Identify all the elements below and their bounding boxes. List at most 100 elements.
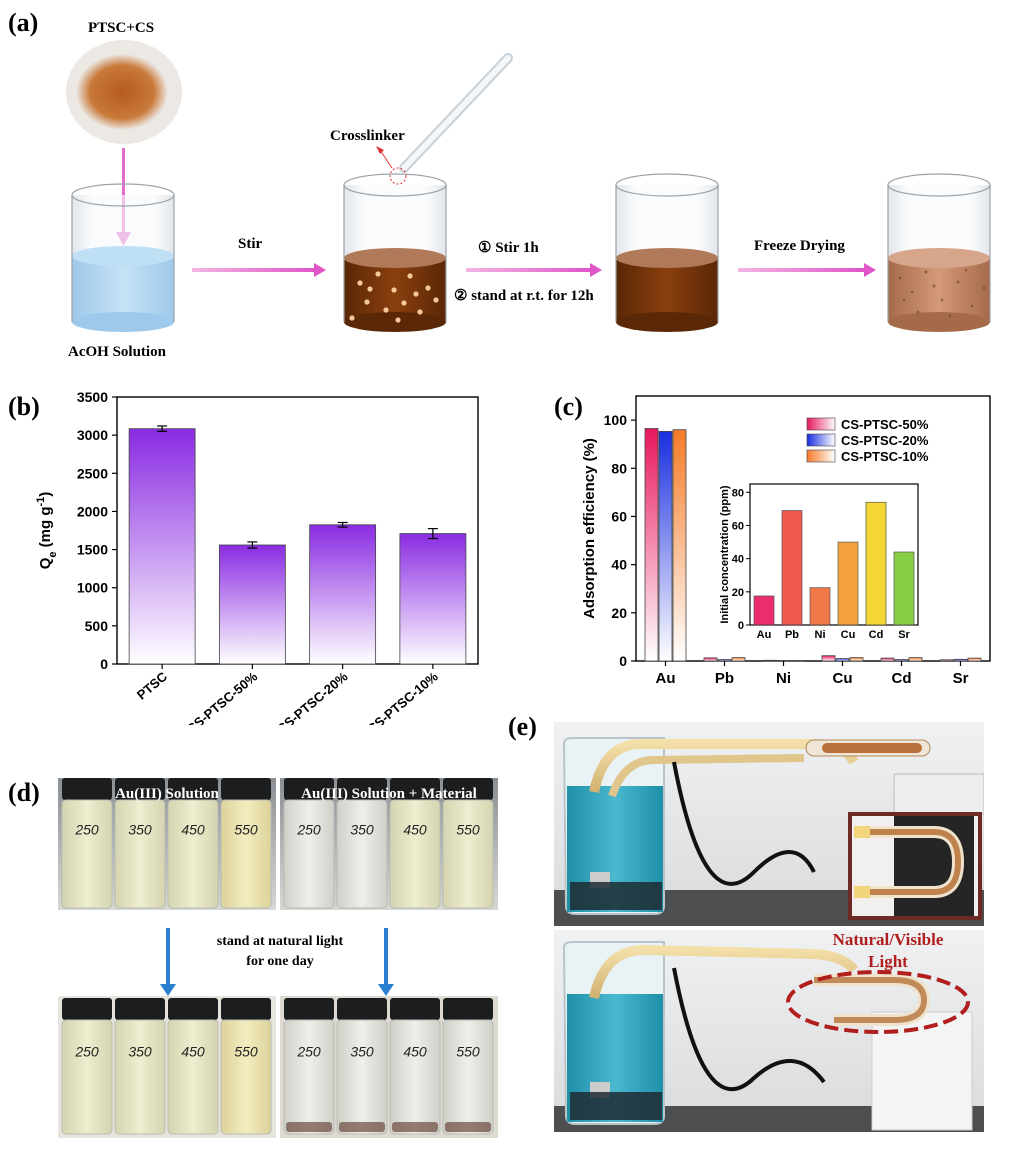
chart-b-frame	[116, 396, 479, 665]
step-stir-label: Stir	[238, 236, 263, 252]
vial-body	[220, 1019, 272, 1135]
vial-sediment	[392, 1122, 438, 1132]
light-annotation-2: Light	[868, 952, 908, 971]
chart-c-bar	[967, 657, 982, 662]
vial-sediment	[339, 1122, 385, 1132]
vial-cap	[62, 778, 112, 800]
step-stand-label: ② stand at r.t. for 12h	[454, 288, 594, 304]
chart-c-inset-frame	[749, 483, 919, 626]
dropper-icon	[376, 53, 513, 185]
chart-c-bar	[894, 659, 909, 662]
vial-body	[389, 799, 441, 909]
vial-body	[283, 799, 335, 909]
step-freeze-label: Freeze Drying	[754, 238, 845, 254]
vials-arrow-text-1: stand at natural light	[216, 934, 344, 949]
vial-body	[442, 1019, 494, 1135]
chart-c-legend-label: CS-PTSC-50%	[841, 417, 929, 432]
panel-e-photos	[554, 722, 985, 1132]
vial-body	[61, 1019, 113, 1135]
panel-e-label: (e)	[508, 712, 537, 741]
chart-c-inset-bar	[837, 541, 859, 626]
vials-arrow-text-2: for one day	[246, 954, 314, 969]
vial-label: 450	[181, 822, 205, 838]
chart-b-ytick-label: 1000	[77, 580, 108, 596]
vial-body	[283, 1019, 335, 1135]
vial-cap	[337, 998, 387, 1020]
vial-cap	[168, 778, 218, 800]
chart-c-xtick-label: Ni	[776, 670, 791, 687]
chart-c-ytick-label: 60	[611, 508, 627, 524]
vial-label: 250	[296, 822, 321, 838]
vial-cap	[168, 998, 218, 1020]
vial-label: 250	[74, 822, 99, 838]
powder-label: PTSC+CS	[88, 20, 155, 36]
vial-cap	[284, 778, 334, 800]
chart-c-bar	[658, 431, 673, 662]
vial-body	[442, 799, 494, 909]
chart-b-ytick-label: 3500	[77, 389, 108, 405]
chart-b-xtick-label: PTSC	[134, 668, 171, 702]
panel-a-schematic	[66, 40, 991, 332]
chart-c-ytick-label: 0	[619, 653, 627, 669]
chart-c-inset-bar	[809, 587, 831, 626]
vial-cap	[115, 998, 165, 1020]
vial-cap	[443, 998, 493, 1020]
vial-label: 250	[74, 1043, 99, 1059]
vial-cap	[221, 998, 271, 1020]
vial-label: 550	[234, 822, 258, 838]
vial-cap	[62, 998, 112, 1020]
chart-c-legend-swatch	[806, 449, 836, 463]
chart-c-inset-bar	[781, 510, 803, 626]
beaker-aerogel	[887, 173, 991, 332]
chart-c-bar	[835, 658, 850, 662]
chart-b-ytick-label: 3000	[77, 427, 108, 443]
chart-c-bar	[849, 657, 864, 662]
chart-b-ytick-label: 1500	[77, 542, 108, 558]
chart-c-ytick-label: 20	[611, 605, 627, 621]
chart-c-bar	[644, 428, 659, 662]
vial-body	[220, 799, 272, 909]
chart-c-inset-ytick-label: 0	[738, 620, 744, 632]
chart-c-inset-ytick-label: 20	[732, 587, 744, 599]
chart-c-xtick-label: Cu	[833, 670, 853, 687]
chart-b-bar	[399, 533, 467, 665]
vial-body	[336, 1019, 388, 1135]
chart-c-inset-ylabel: Initial concentration (ppm)	[719, 485, 731, 623]
vial-cap	[337, 778, 387, 800]
chart-b-xtick-label: CS-PTSC-50%	[184, 669, 261, 725]
chart-c-xtick-label: Cd	[892, 670, 912, 687]
vial-label: 450	[181, 1043, 205, 1059]
vial-label: 350	[128, 822, 152, 838]
vial-label: 550	[456, 822, 480, 838]
vial-body	[167, 799, 219, 909]
chart-c-inset-xtick-label: Sr	[898, 629, 910, 641]
panel-a-label: (a)	[8, 8, 39, 37]
panel-c-label: (c)	[554, 392, 583, 421]
chart-c-ytick-label: 80	[611, 460, 627, 476]
vial-cap	[390, 998, 440, 1020]
vial-body	[114, 799, 166, 909]
vial-label: 450	[403, 822, 427, 838]
chart-b-xtick-label: CS-PTSC-10%	[364, 669, 441, 725]
chart-c-xtick-label: Pb	[715, 670, 734, 687]
vials-right-title: Au(III) Solution + Material	[301, 786, 477, 802]
chart-c-legend-label: CS-PTSC-20%	[841, 433, 929, 448]
chart-c-inset-ytick-label: 80	[732, 487, 744, 499]
chart-c-ytick-label: 100	[604, 412, 628, 428]
vial-label: 250	[296, 1043, 321, 1059]
chart-c-inset-bar	[893, 551, 915, 626]
chart-c-inset-xtick-label: Ni	[815, 629, 826, 641]
chart-c-bar	[908, 657, 923, 662]
vial-label: 550	[456, 1043, 480, 1059]
vial-label: 350	[128, 1043, 152, 1059]
chart-c-bar	[939, 659, 954, 662]
chart-c-inset-ytick-label: 60	[732, 520, 744, 532]
vial-sediment	[445, 1122, 491, 1132]
chart-b-bar	[128, 428, 196, 665]
chart-b-ylabel: Qe (mg g-1)	[35, 492, 59, 570]
vial-label: 350	[350, 1043, 374, 1059]
chart-c-bar	[762, 659, 777, 662]
